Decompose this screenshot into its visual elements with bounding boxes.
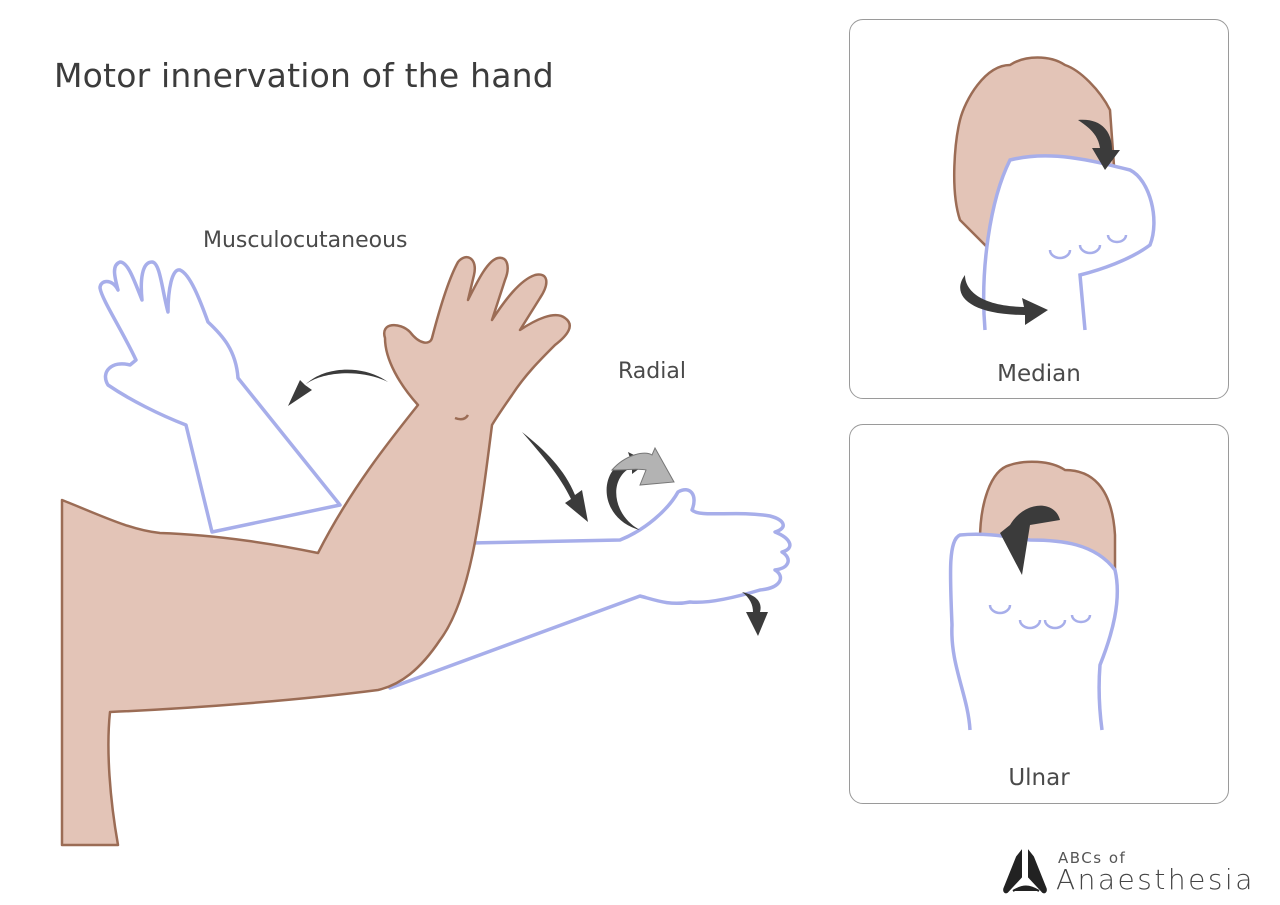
radial-thumb-arrow-icon bbox=[606, 452, 648, 530]
label-median: Median bbox=[997, 361, 1081, 387]
logo-line1: ABCs of bbox=[1058, 849, 1127, 867]
abcs-logo: ABCs of Anaesthesia bbox=[1003, 849, 1263, 899]
logo-line2: Anaesthesia bbox=[1056, 863, 1255, 896]
label-musculocutaneous: Musculocutaneous bbox=[203, 228, 408, 253]
label-radial: Radial bbox=[618, 359, 686, 384]
page-title: Motor innervation of the hand bbox=[54, 56, 554, 95]
musculocutaneous-ghost-arm bbox=[98, 260, 342, 534]
arrows bbox=[288, 369, 768, 636]
radial-wrist-arrow-icon bbox=[742, 592, 768, 636]
main-arm bbox=[60, 255, 571, 847]
radial-supination-arrow-icon bbox=[610, 446, 675, 486]
radial-ghost-arm bbox=[388, 488, 792, 690]
median-panel: Median bbox=[849, 19, 1229, 399]
musculocutaneous-arrow-icon bbox=[288, 369, 388, 406]
ulnar-panel: Ulnar bbox=[849, 424, 1229, 804]
radial-extension-arrow-icon bbox=[522, 432, 588, 522]
label-ulnar: Ulnar bbox=[1008, 765, 1070, 791]
ulnar-hand-illustration bbox=[948, 460, 1120, 731]
median-hand-illustration bbox=[953, 56, 1156, 331]
logo-lungs-icon bbox=[1003, 849, 1047, 894]
